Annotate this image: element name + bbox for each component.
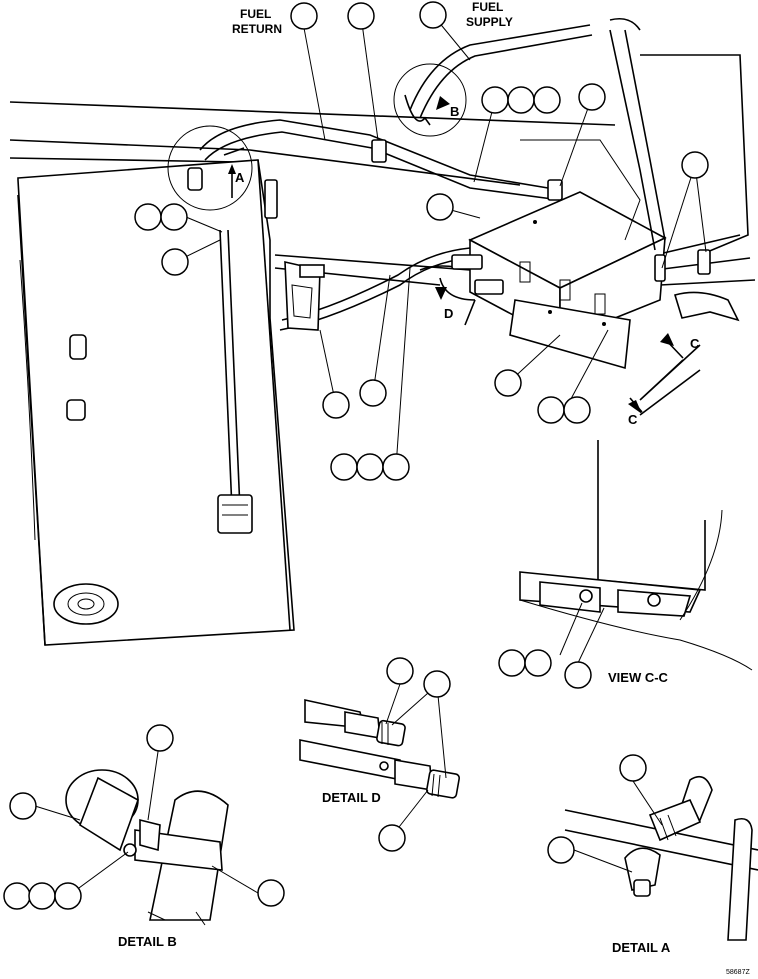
line-clamp — [547, 179, 563, 201]
detail-d-title: DETAIL D — [322, 790, 381, 805]
callout-bubble — [386, 657, 414, 685]
callout-bubble — [524, 649, 552, 677]
callout-bubble — [382, 453, 410, 481]
callout-bubble — [3, 882, 31, 910]
callout-bubble — [619, 754, 647, 782]
callout-bubble — [54, 882, 82, 910]
figure-number: 58687Z — [726, 969, 750, 976]
main-assembly-view: FUEL RETURN FUEL SUPPLY A B D C C — [9, 0, 756, 646]
callout-bubble — [547, 836, 575, 864]
fitting-d — [474, 279, 504, 295]
callout-bubble — [160, 203, 188, 231]
detail-d: DETAIL D — [299, 657, 461, 852]
fuel-supply-label: SUPPLY — [466, 15, 513, 29]
battery-box — [468, 191, 667, 370]
right-chassis — [520, 17, 749, 322]
view-c-c-title: VIEW C-C — [608, 670, 669, 685]
detail-b-callout-circle — [393, 63, 467, 137]
line-clamp — [371, 139, 387, 163]
fuel-lines — [199, 24, 593, 331]
callout-bubble — [359, 379, 387, 407]
callout-bubble — [533, 86, 561, 114]
view-c-c: VIEW C-C — [498, 440, 753, 689]
callout-bubble — [423, 670, 451, 698]
callout-bubble — [426, 193, 454, 221]
callout-bubble — [498, 649, 526, 677]
fuel-return-label: RETURN — [232, 22, 282, 36]
callout-bubble — [330, 453, 358, 481]
mounting-bracket — [284, 260, 325, 331]
callout-bubble — [28, 882, 56, 910]
view-a-label: A — [235, 170, 245, 185]
callout-bubble — [9, 792, 37, 820]
callout-bubble — [481, 86, 509, 114]
vehicle-frame-rails — [9, 101, 756, 286]
view-c-label: C — [628, 412, 638, 427]
callout-bubble — [347, 2, 375, 30]
callout-bubble — [322, 391, 350, 419]
detail-a-title: DETAIL A — [612, 940, 671, 955]
fuel-return-label: FUEL — [240, 7, 271, 21]
callout-bubble — [257, 879, 285, 907]
callout-bubble — [419, 1, 447, 29]
callout-bubble — [134, 203, 162, 231]
view-d-label: D — [444, 306, 453, 321]
detail-b: DETAIL B — [3, 724, 285, 949]
callout-bubble — [161, 248, 189, 276]
view-c-label: C — [690, 336, 700, 351]
callout-bubble — [564, 661, 592, 689]
callout-bubble — [494, 369, 522, 397]
callout-bubble — [146, 724, 174, 752]
view-b-label: B — [450, 104, 459, 119]
callout-bubble — [290, 2, 318, 30]
fuel-supply-label: FUEL — [472, 0, 503, 14]
callout-bubble — [356, 453, 384, 481]
side-step-panel — [17, 159, 295, 646]
detail-a: DETAIL A — [547, 754, 758, 955]
callout-bubble — [563, 396, 591, 424]
callout-bubble — [507, 86, 535, 114]
detail-a-callout-circle — [167, 125, 253, 211]
callout-bubble — [578, 83, 606, 111]
detail-b-title: DETAIL B — [118, 934, 177, 949]
fitting-d — [451, 254, 483, 270]
callout-bubble — [378, 824, 406, 852]
callout-bubble — [537, 396, 565, 424]
clip-b — [404, 94, 431, 126]
view-arrows — [223, 96, 701, 416]
callout-bubble — [681, 151, 709, 179]
